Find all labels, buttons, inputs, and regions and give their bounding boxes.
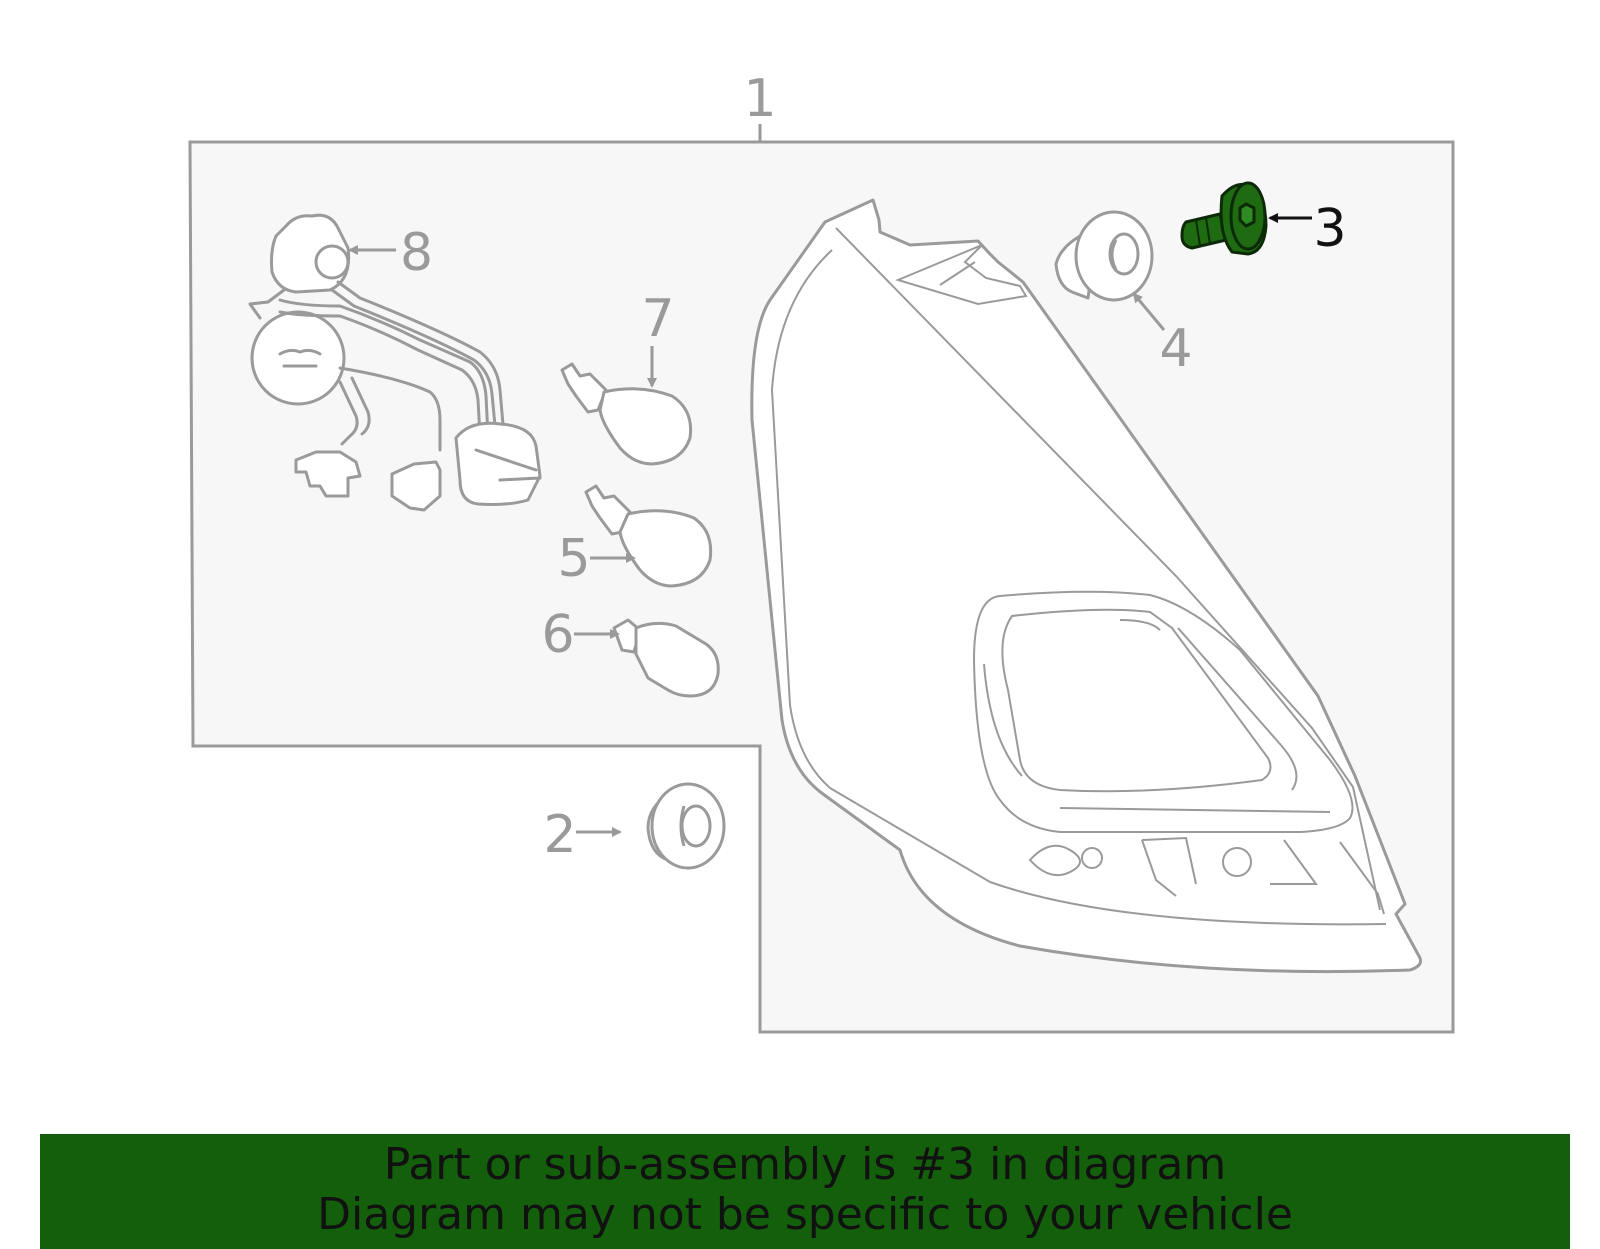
callout-6: 6 xyxy=(541,605,574,665)
callout-7: 7 xyxy=(641,289,674,349)
bulb-part-7 xyxy=(560,362,693,466)
bolt-part-3 xyxy=(1180,181,1268,256)
callout-5: 5 xyxy=(557,529,590,589)
callout-8: 8 xyxy=(400,223,433,283)
tail-lamp-housing xyxy=(750,198,1422,974)
grommet-part-2 xyxy=(646,782,726,870)
callout-4: 4 xyxy=(1159,319,1192,379)
tail-lamp-details xyxy=(770,227,1387,926)
banner-line-1: Part or sub-assembly is #3 in diagram xyxy=(383,1139,1227,1190)
grommet-part-4 xyxy=(1054,210,1154,302)
wedge-bulb-part-6 xyxy=(612,618,720,698)
wiring-harness-part-8 xyxy=(248,213,542,512)
callout-3: 3 xyxy=(1313,199,1346,259)
callout-4-arrow xyxy=(1132,292,1166,331)
callout-2: 2 xyxy=(543,805,576,865)
info-banner: Part or sub-assembly is #3 in diagram Di… xyxy=(40,1134,1570,1249)
callout-1: 1 xyxy=(743,69,776,129)
banner-line-2: Diagram may not be specific to your vehi… xyxy=(317,1189,1293,1240)
